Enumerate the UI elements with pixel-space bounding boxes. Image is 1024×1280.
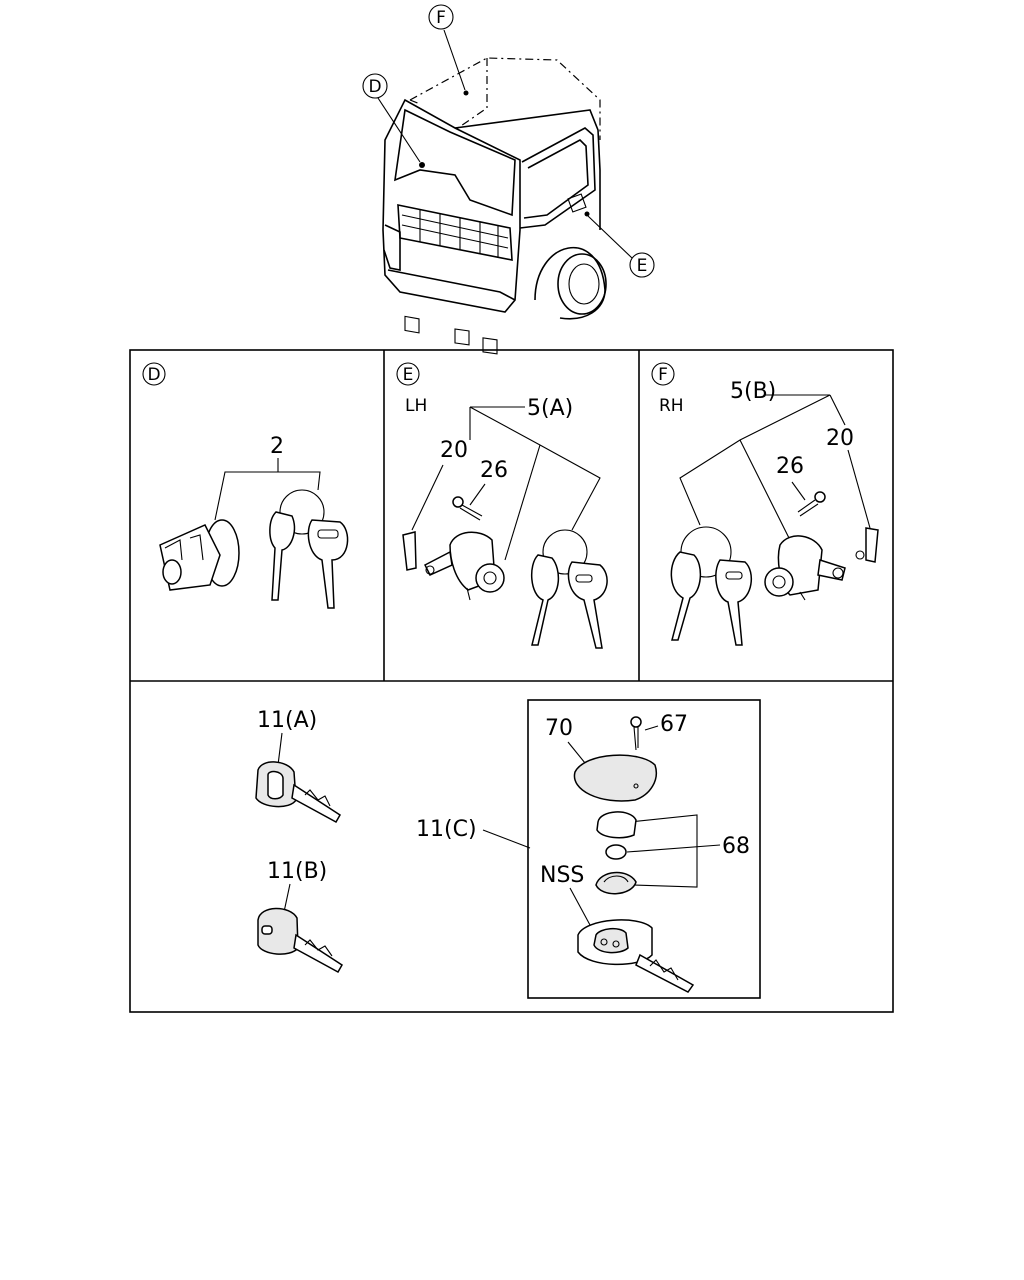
key-pair-rh	[670, 526, 753, 646]
part-label-20-lh: 20	[440, 438, 468, 463]
panel-frames	[129, 349, 894, 1013]
panel-e: E LH 5(A) 20 26	[396, 362, 608, 649]
key-cover-70	[573, 754, 657, 802]
part-label-11c: 11(C)	[416, 817, 477, 842]
part-label-5b: 5(B)	[730, 379, 776, 404]
door-lock-cylinder-rh	[764, 535, 865, 601]
part-label-26-rh: 26	[776, 454, 804, 479]
part-label-67: 67	[660, 712, 688, 737]
panel-e-side: LH	[405, 396, 427, 416]
key-11a	[255, 761, 342, 824]
part-label-nss: NSS	[540, 863, 584, 888]
screw-67	[630, 716, 642, 751]
key-pair-lh	[531, 529, 608, 649]
callout-e: E	[629, 252, 655, 278]
screw-26-lh	[452, 496, 483, 521]
part-label-11b: 11(B)	[267, 859, 327, 884]
bottom-panel: 11(A) 11(B) 11(C) 70 67 68 NSS	[255, 699, 761, 999]
svg-text:E: E	[637, 256, 648, 276]
key-pair	[269, 489, 349, 609]
part-label-11a: 11(A)	[257, 708, 317, 733]
callout-f: F	[428, 4, 454, 30]
clip-20-rh	[865, 527, 879, 563]
part-label-70: 70	[545, 716, 573, 741]
part-label-5a: 5(A)	[527, 396, 573, 421]
svg-text:F: F	[658, 365, 668, 385]
transponder-key	[577, 919, 695, 993]
panel-d: D 2	[142, 362, 349, 609]
ignition-cylinder	[159, 519, 240, 591]
panel-d-badge: D	[142, 362, 166, 386]
clip-20-lh	[402, 531, 417, 571]
svg-text:F: F	[436, 8, 446, 28]
key-11b	[257, 907, 344, 974]
screw-26-rh	[797, 491, 826, 517]
part-label-2: 2	[270, 434, 284, 459]
part-label-68: 68	[722, 834, 750, 859]
transponder-parts-68	[595, 811, 637, 895]
part-label-20-rh: 20	[826, 426, 854, 451]
truck-cab-illustration: F D E	[362, 4, 655, 355]
panel-f-side: RH	[659, 396, 684, 416]
transponder-key-box	[527, 699, 761, 999]
door-lock-cylinder-lh	[423, 531, 505, 601]
svg-text:E: E	[403, 365, 414, 385]
panel-f: F RH 5(B) 20 26	[651, 362, 879, 646]
panel-f-badge: F	[651, 362, 675, 386]
svg-text:D: D	[368, 77, 381, 97]
panel-e-badge: E	[396, 362, 420, 386]
callout-d: D	[362, 73, 388, 99]
svg-text:D: D	[147, 365, 160, 385]
part-label-26-lh: 26	[480, 458, 508, 483]
